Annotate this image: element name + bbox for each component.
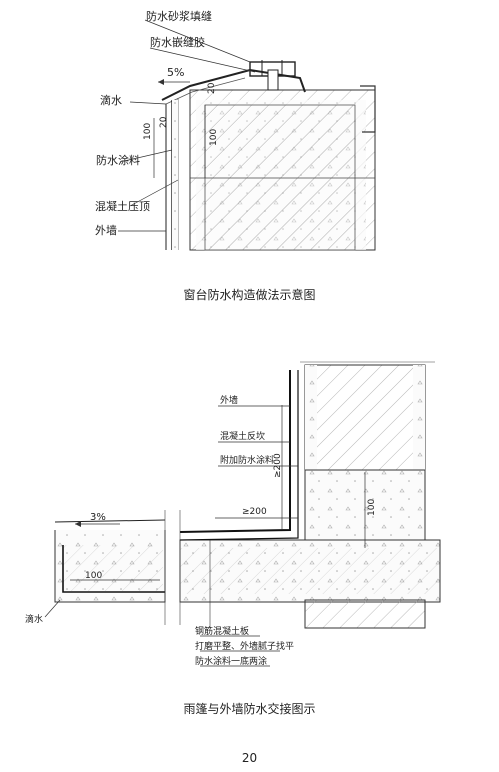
dim-100-right: 100 bbox=[209, 129, 219, 146]
label-extra-coating: 附加防水涂料 bbox=[220, 454, 274, 466]
dim-100-canopy: 100 bbox=[85, 571, 102, 581]
figure1-drawing: 防水砂浆填缝 防水嵌缝胶 5% 滴水 防水涂料 混凝土压顶 外墙 100 100… bbox=[95, 9, 376, 251]
label-layer1: 钢筋混凝土板 bbox=[195, 625, 249, 637]
dim-ge200-vertical: ≥200 bbox=[273, 453, 283, 478]
dim-20-b: 20 bbox=[159, 116, 169, 128]
label-exterior-wall: 外墙 bbox=[95, 223, 117, 237]
figure1-caption: 窗台防水构造做法示意图 bbox=[183, 288, 316, 302]
dim-100: 100 bbox=[367, 499, 377, 516]
label-f2-exterior-wall: 外墙 bbox=[220, 394, 238, 406]
label-layer2: 打磨平整、外墙腻子找平 bbox=[195, 640, 294, 652]
dim-100-left: 100 bbox=[143, 123, 153, 140]
dim-slope-3: 3% bbox=[90, 512, 106, 523]
label-concrete-coping: 混凝土压顶 bbox=[95, 199, 150, 213]
page-number: 20 bbox=[241, 751, 258, 765]
figure2-caption: 雨篷与外墙防水交接图示 bbox=[183, 702, 316, 716]
label-drip: 滴水 bbox=[100, 93, 122, 107]
figure2-drawing: 外墙 混凝土反坎 附加防水涂料 3% ≥200 ≥200 100 100 滴水 … bbox=[25, 361, 441, 667]
dim-20: 20 bbox=[207, 82, 217, 94]
dim-ge200-horizontal: ≥200 bbox=[242, 507, 267, 517]
label-sealant: 防水嵌缝胶 bbox=[150, 35, 205, 49]
label-concrete-curb: 混凝土反坎 bbox=[220, 430, 265, 442]
label-mortar-fill: 防水砂浆填缝 bbox=[146, 9, 212, 23]
label-layer3: 防水涂料一底两涂 bbox=[195, 655, 267, 667]
dim-slope-5: 5% bbox=[167, 66, 184, 79]
label-coating: 防水涂料 bbox=[96, 153, 140, 167]
label-f2-drip: 滴水 bbox=[25, 613, 43, 625]
